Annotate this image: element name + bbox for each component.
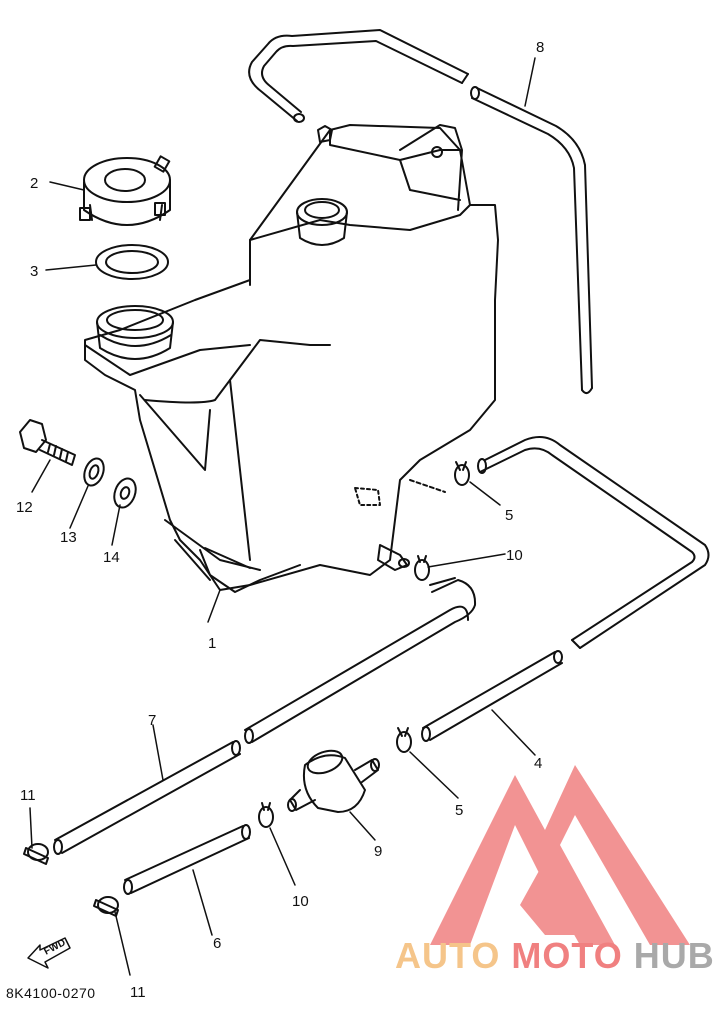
filter-9 <box>287 749 380 813</box>
hose-right-loop <box>477 435 710 649</box>
gasket-3 <box>95 244 169 280</box>
callout-9: 9 <box>374 843 382 860</box>
fwd-arrow: FWD <box>27 937 71 969</box>
callout-6: 6 <box>213 935 221 952</box>
callout-4: 4 <box>534 755 542 772</box>
callout-10-lower: 10 <box>292 893 309 910</box>
watermark-logo <box>430 765 690 945</box>
clamp-11-lower <box>93 896 119 917</box>
watermark-triangle-logo <box>430 765 690 945</box>
reservoir-tank-1 <box>84 124 499 593</box>
callout-14: 14 <box>103 549 120 566</box>
callout-13: 13 <box>60 529 77 546</box>
washer-13 <box>83 457 105 487</box>
callout-10-upper: 10 <box>506 547 523 564</box>
clamp-5-lower <box>396 727 412 753</box>
washer-14 <box>113 477 137 509</box>
hose-7-lower <box>53 740 241 855</box>
hose-8 <box>248 29 593 394</box>
clamp-11-upper <box>23 843 49 865</box>
bolt-12 <box>19 419 76 466</box>
callout-7: 7 <box>148 712 156 729</box>
cap-2 <box>79 155 171 226</box>
hose-7 <box>244 577 477 744</box>
clamp-5-upper <box>454 461 470 486</box>
callout-11-upper: 11 <box>20 787 36 804</box>
callout-12: 12 <box>16 499 33 516</box>
leader-lines <box>29 57 536 976</box>
svg-text:AUTO MOTO HUB: AUTO MOTO HUB <box>395 935 715 976</box>
hose-4 <box>421 650 563 742</box>
watermark-moto: MOTO <box>511 935 622 976</box>
callout-5-lower: 5 <box>455 802 463 819</box>
fwd-label: FWD <box>42 937 67 957</box>
callout-2: 2 <box>30 175 38 192</box>
callout-labels: 1 2 3 4 5 5 6 7 8 9 10 10 11 11 12 13 14 <box>16 39 544 1001</box>
watermark-auto: AUTO <box>395 935 500 976</box>
callout-11-lower: 11 <box>130 984 146 1001</box>
callout-1: 1 <box>208 635 216 652</box>
hose-6 <box>123 824 251 895</box>
diagram-part-number: 8K4100-0270 <box>6 985 96 1001</box>
watermark-hub: HUB <box>634 935 715 976</box>
callout-5-upper: 5 <box>505 507 513 524</box>
callout-8: 8 <box>536 39 544 56</box>
callout-3: 3 <box>30 263 38 280</box>
clamp-10-lower <box>258 802 274 828</box>
watermark-text: AUTO MOTO HUB <box>395 935 715 976</box>
clamp-10-upper <box>414 555 430 581</box>
